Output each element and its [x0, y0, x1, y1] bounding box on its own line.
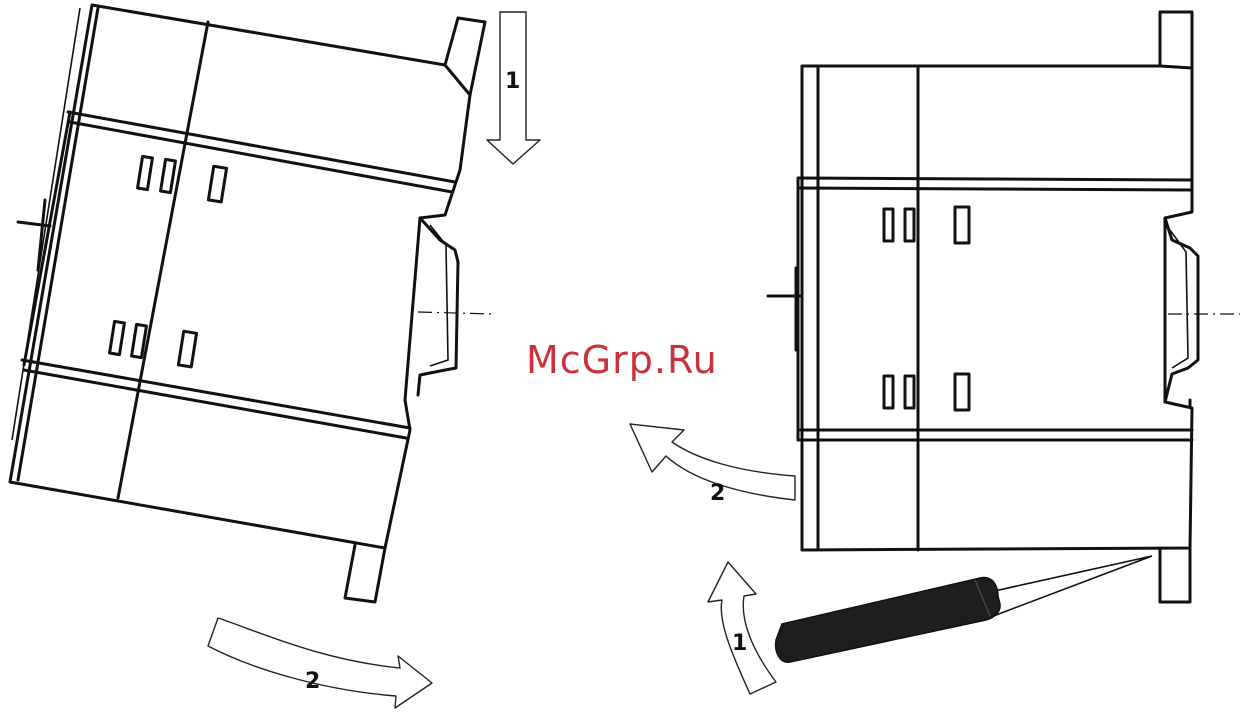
right-module-mounted	[768, 12, 1240, 602]
left-module-tilted	[10, 5, 495, 602]
right-module-body	[802, 66, 1192, 550]
left-module-body	[10, 5, 470, 548]
right-arrow-step2: 2	[630, 424, 795, 506]
left-step2-label: 2	[305, 669, 320, 694]
screwdriver-icon	[776, 556, 1152, 662]
left-arrow-step1: 1	[487, 12, 540, 164]
watermark-text: McGrp.Ru	[526, 338, 718, 382]
right-step2-label: 2	[710, 481, 725, 506]
right-step1-label: 1	[732, 631, 747, 656]
left-bottom-latch	[345, 545, 385, 602]
right-arrow-step1: 1	[708, 562, 776, 694]
left-din-rail	[418, 218, 458, 395]
left-step1-label: 1	[505, 69, 520, 94]
left-arrow-step2: 2	[208, 618, 432, 708]
